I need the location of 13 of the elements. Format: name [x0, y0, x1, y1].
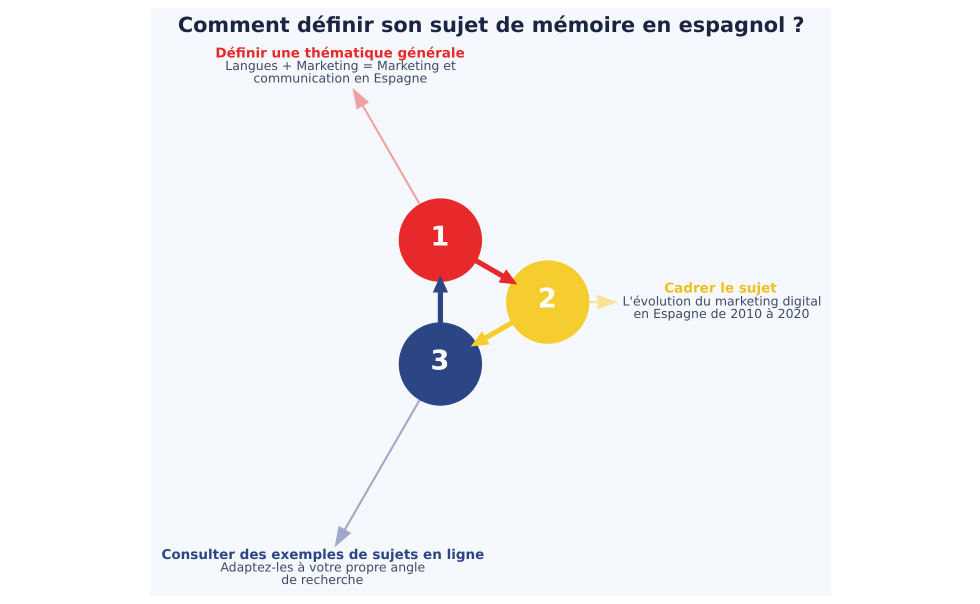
arrow: [432, 275, 448, 323]
node-text: Consulter des exemples de sujets en ligne Adaptez-les à votre propre angle de recherche: [160, 546, 484, 588]
node-text: Cadrer le sujet L'évolution du marketing digital en Espagne de 2010 à 2020: [622, 280, 821, 321]
arrow: [474, 258, 517, 285]
arrow: [352, 88, 420, 205]
arrow: [334, 400, 420, 548]
diagram-title: Comment définir son sujet de mémoire en espagnol ?: [177, 13, 804, 38]
arrow: [470, 320, 513, 347]
node-text: Définir une thématique générale Langues + Marketing = Marketing et communication en Espagne: [214, 46, 464, 86]
arrow: [588, 294, 618, 310]
node-circle: 2: [506, 260, 589, 344]
node-circle: 3: [398, 322, 482, 406]
node-circle: 1: [398, 198, 482, 282]
